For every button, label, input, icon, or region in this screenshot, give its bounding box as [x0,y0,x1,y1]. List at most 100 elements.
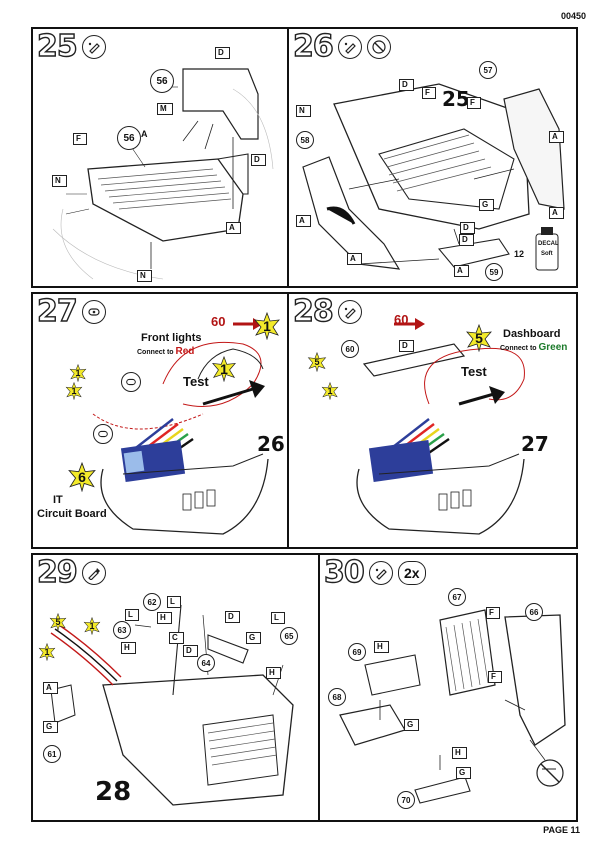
attach-tag: A [296,215,311,227]
step-30-drawing [339,609,566,804]
part-callout-68: 68 [328,688,346,706]
part-callout-63: 63 [113,621,131,639]
part-callout-12: 12 [514,249,525,259]
attach-tag: N [296,105,311,117]
part-callout-60: 60 [341,340,359,358]
part-callout-61: 61 [43,745,61,763]
sequence-star: 1 [69,363,87,383]
step-26-drawing [302,83,565,271]
test-label: Test [461,364,487,379]
attach-tag: A [549,131,564,143]
part-callout-59: 59 [485,263,503,281]
attach-tag: H [266,667,281,679]
previous-step-reference: 28 [95,777,132,807]
part-callout-65: 65 [280,627,298,645]
step-26-badge: 26 [292,29,391,64]
step-26-panel: 26 25 57 58 59 12 DE [287,27,578,288]
attach-tag: A [43,682,58,694]
sequence-star: 1 [211,355,237,383]
step-28-panel: 28 60 60 D 5 5 [287,292,578,549]
decal-label: DECAL [538,241,559,247]
attach-tag: A [226,222,241,234]
step-28-drawing [356,318,525,535]
attach-tag: D [251,154,266,166]
step-number: 26 [292,29,334,64]
attach-tag: G [456,767,472,779]
step-number: 25 [36,29,78,64]
attach-tag: C [169,632,184,644]
step-number: 29 [36,555,78,590]
step-number: 28 [292,294,334,329]
step-29-panel: 29 62 63 64 65 61 [31,553,320,822]
part-arrow-number: 60 [394,312,409,327]
wire-connector-icon [93,424,113,444]
step-30-panel: 30 2x 67 66 69 68 70 F H [318,553,578,822]
attach-tag: N [137,270,152,282]
attach-tag: F [486,607,500,619]
attach-tag: L [125,609,139,621]
part-callout-57: 57 [479,61,497,79]
attach-tag: D [459,234,474,246]
glue-tube-icon [337,35,362,59]
attach-tag: G [43,721,59,733]
glue-tube-icon [337,300,362,324]
part-callout-62: 62 [143,593,161,611]
part-callout-56a: 56 [117,126,141,150]
page-number: PAGE 11 [543,825,580,835]
attach-tag: F [488,671,502,683]
step-28-badge: 28 [292,294,362,329]
attach-tag: D [399,340,414,352]
step-25-panel: 25 56 56 A D M F N D [31,27,289,288]
step-30-badge: 30 2x [323,557,426,588]
step-25-drawing [52,68,274,280]
quantity-badge: 2x [397,561,426,585]
attach-tag: G [404,719,420,731]
sequence-star: 1 [65,381,83,401]
sequence-star: 5 [465,323,493,353]
attach-tag: D [399,79,414,91]
paint-brush-icon [81,561,106,585]
part-callout-66: 66 [525,603,543,621]
attach-tag: M [157,103,173,115]
attach-tag: F [422,87,436,99]
previous-step-reference: 27 [521,432,549,456]
attach-tag: H [121,642,136,654]
sequence-star: 5 [49,612,67,632]
attach-tag: N [52,175,67,187]
part-arrow-number: 60 [211,314,226,329]
attach-tag: F [467,97,481,109]
attach-tag: L [271,612,285,624]
attach-tag: L [167,596,181,608]
part-suffix-a: A [141,129,148,139]
attach-tag: A [549,207,564,219]
attach-tag: A [454,265,469,277]
part-callout-64: 64 [197,654,215,672]
step-27-drawing [92,318,269,535]
attach-tag: G [479,199,495,211]
attach-tag: D [183,645,198,657]
connect-instruction: Connect to Red [137,346,195,357]
step-number: 27 [36,294,78,329]
no-glue-warning-icon [366,35,391,59]
test-label: Test [183,374,209,389]
circuit-board-label: Circuit Board [37,508,107,520]
step-27-panel: 27 [31,292,289,549]
part-callout-56: 56 [150,69,174,93]
step-27-badge: 27 [36,294,106,329]
attach-tag: D [225,611,240,623]
sequence-star: 1 [83,616,101,636]
attach-tag: D [460,222,475,234]
wire-connector-icon [121,372,141,392]
part-callout-69: 69 [348,643,366,661]
step-25-badge: 25 [36,29,106,64]
attach-tag: D [215,47,230,59]
attach-tag: H [452,747,467,759]
part-callout-70: 70 [397,791,415,809]
wire-connector-icon [81,300,106,324]
sequence-star: 1 [321,381,339,401]
it-label: IT [53,494,63,506]
previous-step-reference: 26 [257,432,285,456]
attach-tag: A [347,253,362,265]
step-29-drawing [50,604,294,806]
front-lights-label: Front lights [141,332,202,344]
